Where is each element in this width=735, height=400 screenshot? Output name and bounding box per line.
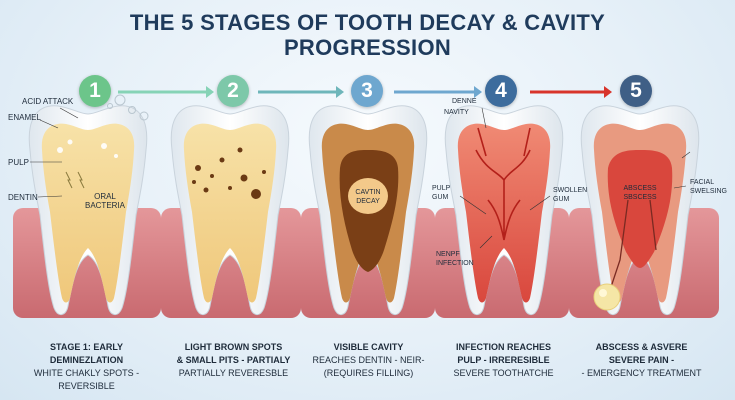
label-infection: INFECTION xyxy=(436,260,474,267)
label-pulp-1: PULP xyxy=(8,158,29,167)
arrow-1-2 xyxy=(118,86,214,98)
stage-4-badge: 4 xyxy=(485,75,517,107)
label-swollen: SWOLLEN xyxy=(553,187,588,194)
stage-4-tooth xyxy=(435,105,569,318)
label-abscess: ABSCESS SBSCESS xyxy=(614,184,666,202)
title-line-2: PROGRESSION xyxy=(283,35,452,60)
stage-5-badge: 5 xyxy=(620,75,652,107)
label-cavity-decay: CAVTIN DECAY xyxy=(344,188,392,206)
stage-3-badge: 3 xyxy=(351,75,383,107)
label-cavity: CAVTIN xyxy=(355,189,381,196)
stage-2-caption-line-3: PARTIALLY REVERESBLE xyxy=(178,368,289,378)
stage-5-caption-line-2: SEVERE PAIN - xyxy=(608,355,675,365)
arrow-2-3 xyxy=(258,86,344,98)
stage-5-caption: ABSCESS & ASVERE SEVERE PAIN - - EMERGEN… xyxy=(568,341,715,380)
stage-5-abscess-pus xyxy=(593,283,621,311)
label-bacteria: BACTERIA xyxy=(84,201,125,210)
label-pulp-gum: PULP GUM xyxy=(432,184,450,202)
stage-2-caption: LIGHT BROWN SPOTS & SMALL PITS - PARTIAL… xyxy=(160,341,307,380)
page-title: THE 5 STAGES OF TOOTH DECAY & CAVITY PRO… xyxy=(0,10,735,60)
stage-4-caption-line-1: INFECTION REACHES xyxy=(455,342,551,352)
stage-3-tooth xyxy=(301,105,435,318)
label-swollen-gum: SWOLLEN GUM xyxy=(553,186,587,204)
stage-5-tooth xyxy=(569,105,719,318)
stage-5-caption-line-3: - EMERGENCY TREATMENT xyxy=(581,368,702,378)
stage-4-caption-line-2: PULP - IRRERESIBLE xyxy=(457,355,550,365)
stage-1-dentin xyxy=(41,123,135,303)
stage-1-caption-line-3: WHITE CHAKLY SPOTS - REVERSIBLE xyxy=(33,368,140,391)
stage-2-caption-line-2: & SMALL PITS - PARTIALY xyxy=(176,355,291,365)
label-dentin: DENTIN xyxy=(8,193,38,202)
label-abscess-2: SBSCESS xyxy=(623,194,657,201)
stage-2-badge: 2 xyxy=(217,75,249,107)
stage-5-abscess-area xyxy=(607,150,673,268)
stage-3-caption-line-2: REACHES DENTIN - NEIR- xyxy=(312,355,425,365)
stage-5-caption-line-1: ABSCESS & ASVERE xyxy=(595,342,688,352)
stage-3-caption-line-1: VISIBLE CAVITY xyxy=(333,342,404,352)
stage-2-caption-line-1: LIGHT BROWN SPOTS xyxy=(184,342,283,352)
label-oral: ORAL xyxy=(94,192,116,201)
stage-2-tooth xyxy=(161,105,301,318)
stage-3-cavity-label-bubble xyxy=(348,178,388,214)
stage-2-dentin xyxy=(183,123,277,303)
label-gum-4: GUM xyxy=(432,194,449,201)
stage-1-caption-line-2: DEMINEZLATION xyxy=(49,355,124,365)
label-denne: DENNE xyxy=(452,98,477,105)
label-oral-bacteria: ORAL BACTERIA xyxy=(82,192,128,210)
label-decay: DECAY xyxy=(356,198,380,205)
label-swelsing: SWELSING xyxy=(690,188,727,195)
stage-4-caption-line-3: SEVERE TOOTHATCHE xyxy=(453,368,554,378)
label-navity: NAVITY xyxy=(444,109,469,116)
label-facial: FACIAL xyxy=(690,179,715,186)
label-acid-attack: ACID ATTACK xyxy=(22,97,74,106)
stage-1-tooth xyxy=(13,94,161,318)
stage-1-caption: STAGE 1: EARLY DEMINEZLATION WHITE CHAKL… xyxy=(13,341,160,393)
label-nervf: NENPF xyxy=(436,251,460,258)
stage-3-caption-line-3: (REQUIRES FILLING) xyxy=(323,368,414,378)
label-facial-swelling: FACIAL SWELSING xyxy=(690,178,727,196)
label-pulp-4: PULP xyxy=(432,185,451,192)
arrow-3-4 xyxy=(394,86,482,98)
arrow-4-5 xyxy=(530,86,612,98)
label-enamel: ENAMEL xyxy=(8,113,41,122)
stage-1-caption-line-1: STAGE 1: EARLY xyxy=(49,342,123,352)
stage-4-caption: INFECTION REACHES PULP - IRRERESIBLE SEV… xyxy=(430,341,577,380)
stage-1-badge: 1 xyxy=(79,75,111,107)
label-nerve-infection: NENPF INFECTION xyxy=(436,250,474,268)
label-swollen-gum-text: GUM xyxy=(553,196,570,203)
title-line-1: THE 5 STAGES OF TOOTH DECAY & CAVITY xyxy=(129,10,606,35)
stage-3-caption: VISIBLE CAVITY REACHES DENTIN - NEIR- (R… xyxy=(295,341,442,380)
label-abscess-1: ABSCESS xyxy=(623,185,657,192)
